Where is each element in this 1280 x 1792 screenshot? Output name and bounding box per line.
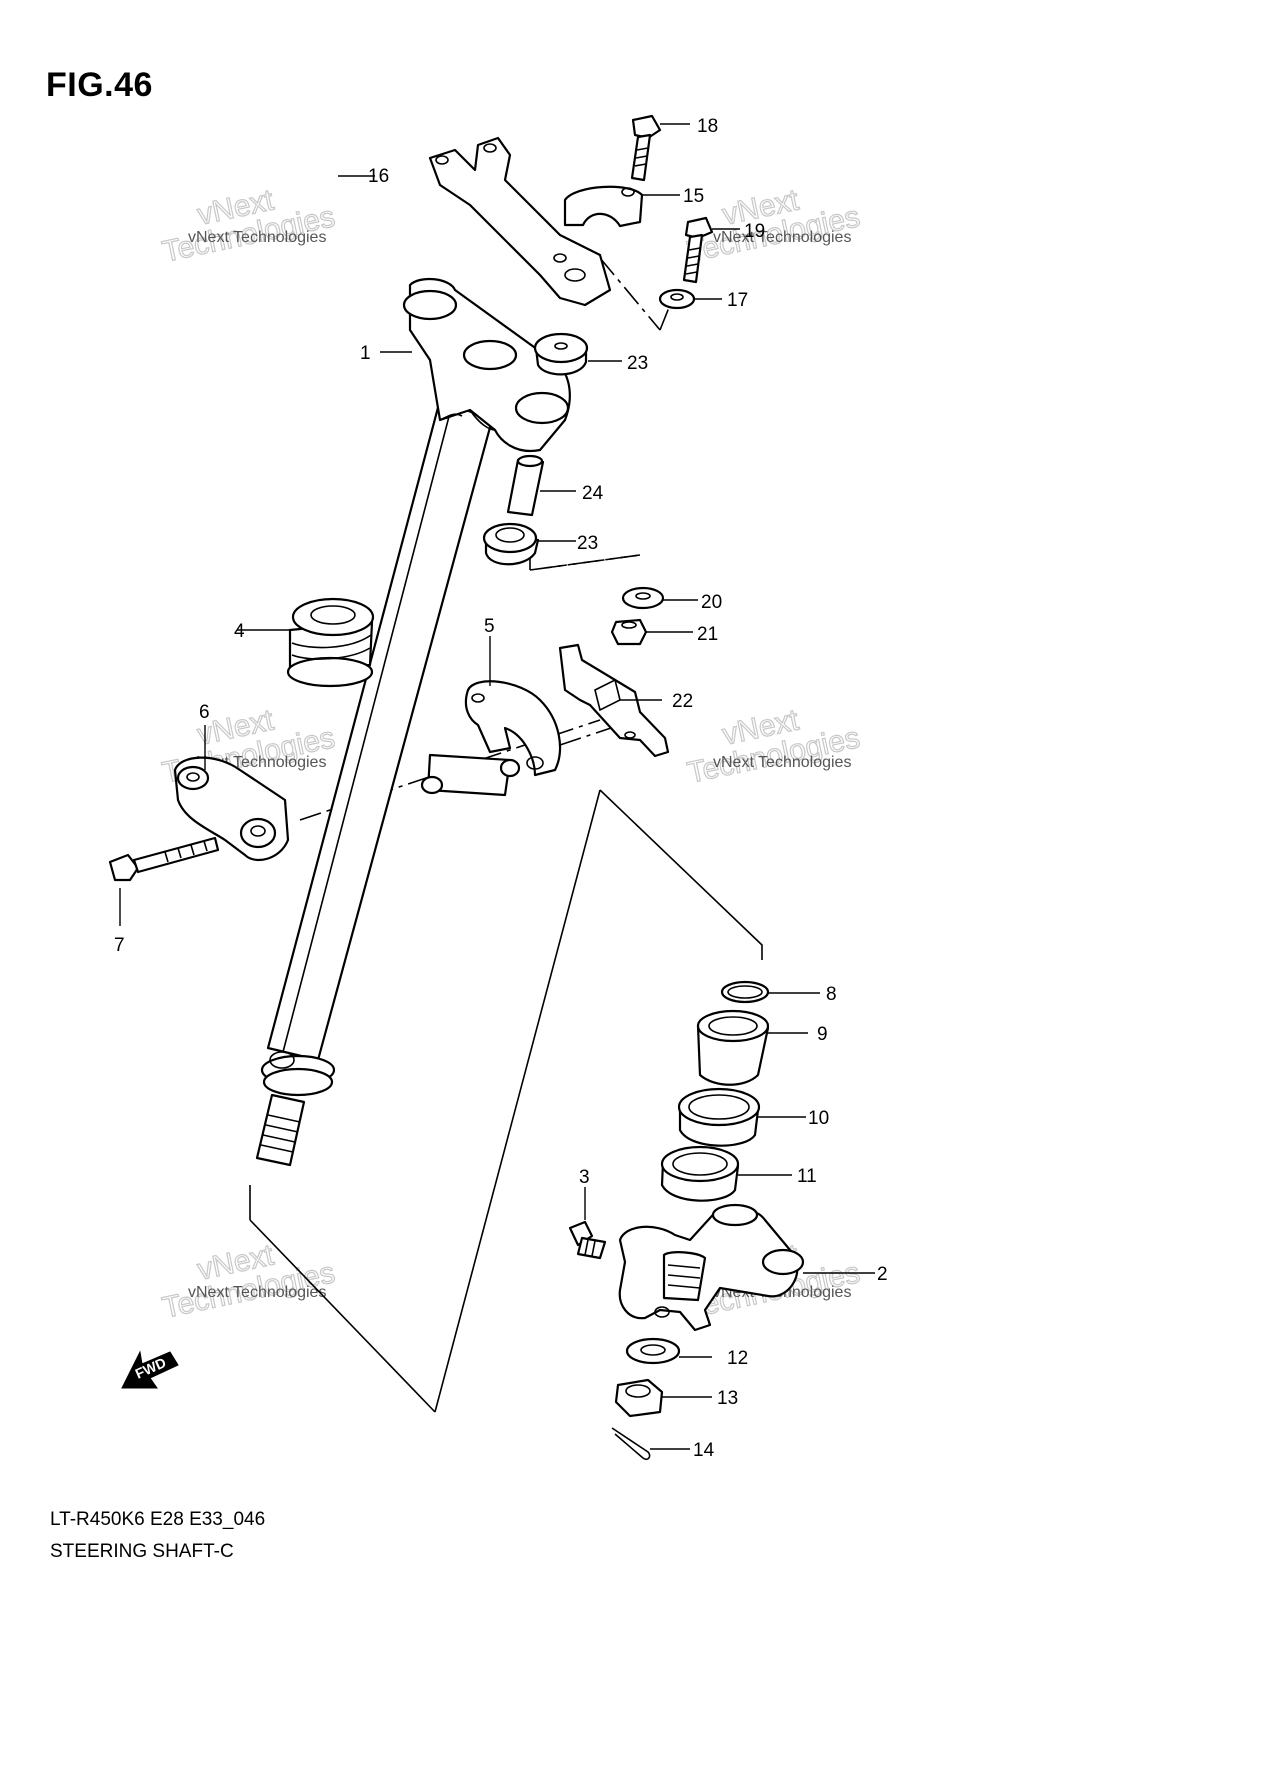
- callout-19: 19: [744, 221, 765, 242]
- callout-7: 7: [114, 935, 125, 956]
- bearing-part-11: [660, 1145, 792, 1202]
- o-ring-part-8: [720, 980, 820, 1004]
- callout-8: 8: [826, 984, 837, 1005]
- svg-text:vNext Technologies: vNext Technologies: [188, 1284, 326, 1301]
- callout-23-lower: 23: [577, 533, 598, 554]
- callout-24: 24: [582, 483, 604, 504]
- callout-3: 3: [579, 1167, 590, 1188]
- assembly-bracket-lines: [249, 789, 763, 1413]
- bolt-part-19: [682, 216, 740, 284]
- watermark-bottom-left: vNext Technologies vNext Technologies: [159, 1238, 338, 1326]
- bushing-part-23-upper: [533, 332, 622, 376]
- washer-part-20: [621, 586, 698, 610]
- callout-1: 1: [360, 343, 371, 364]
- callout-18: 18: [697, 116, 718, 137]
- nut-part-13: [614, 1378, 712, 1418]
- svg-text:vNext Technologies: vNext Technologies: [188, 229, 326, 246]
- figure-title: FIG.46: [46, 66, 153, 104]
- steering-arm-part-2: [618, 1203, 875, 1332]
- steering-shaft-part-1: [255, 277, 571, 1167]
- callout-11: 11: [797, 1166, 817, 1187]
- callout-labels: 16 18 15 19 17 1 23 24 23 20 21 4 5 22 6…: [114, 116, 888, 1461]
- assembly-name: STEERING SHAFT-C: [50, 1541, 234, 1562]
- callout-15: 15: [683, 186, 704, 207]
- callout-22: 22: [672, 691, 693, 712]
- callout-13: 13: [717, 1388, 738, 1409]
- callout-12: 12: [727, 1348, 748, 1369]
- bushing-part-23-lower: [482, 522, 576, 566]
- callout-10: 10: [808, 1108, 829, 1129]
- callout-5: 5: [484, 616, 495, 637]
- forward-direction-arrow: FWD: [121, 1350, 179, 1389]
- spacer-part-6-sleeve: [420, 753, 521, 797]
- callout-23-upper: 23: [627, 353, 648, 374]
- cotter-pin-part-14: [611, 1427, 690, 1461]
- watermark-top-left: vNext Technologies vNext Technologies: [159, 183, 338, 270]
- callout-2: 2: [877, 1264, 888, 1285]
- nut-part-21: [610, 618, 693, 646]
- washer-part-12: [625, 1337, 712, 1365]
- screw-part-3: [568, 1187, 607, 1260]
- callout-6: 6: [199, 702, 210, 723]
- watermark-mid-right: vNext Technologies vNext Technologies: [684, 703, 863, 791]
- callout-17: 17: [727, 290, 748, 311]
- bolt-part-18: [630, 114, 690, 182]
- callout-4: 4: [234, 621, 245, 642]
- watermark-top-right: vNext Technologies vNext Technologies: [684, 183, 863, 270]
- svg-text:vNext Technologies: vNext Technologies: [713, 754, 851, 771]
- collar-part-24: [506, 454, 576, 517]
- bolt-part-7: [108, 836, 220, 926]
- callout-21: 21: [697, 624, 718, 645]
- dust-boot-part-4: [237, 597, 375, 688]
- bearing-part-10: [677, 1087, 806, 1147]
- callout-16: 16: [368, 166, 389, 187]
- callout-20: 20: [701, 592, 722, 613]
- holder-part-5: [464, 636, 562, 777]
- bushing-part-9: [696, 1009, 808, 1086]
- model-code: LT-R450K6 E28 E33_046: [50, 1509, 266, 1530]
- callout-9: 9: [817, 1024, 828, 1045]
- lower-holder-part-6: [173, 725, 290, 862]
- washer-part-17: [658, 288, 722, 310]
- upper-holder-part-15: [563, 185, 644, 228]
- bracket-part-22: [558, 643, 670, 758]
- callout-14: 14: [693, 1440, 715, 1461]
- svg-text:vNext Technologies: vNext Technologies: [713, 229, 851, 246]
- handlebar-holder-part-16: [428, 136, 612, 307]
